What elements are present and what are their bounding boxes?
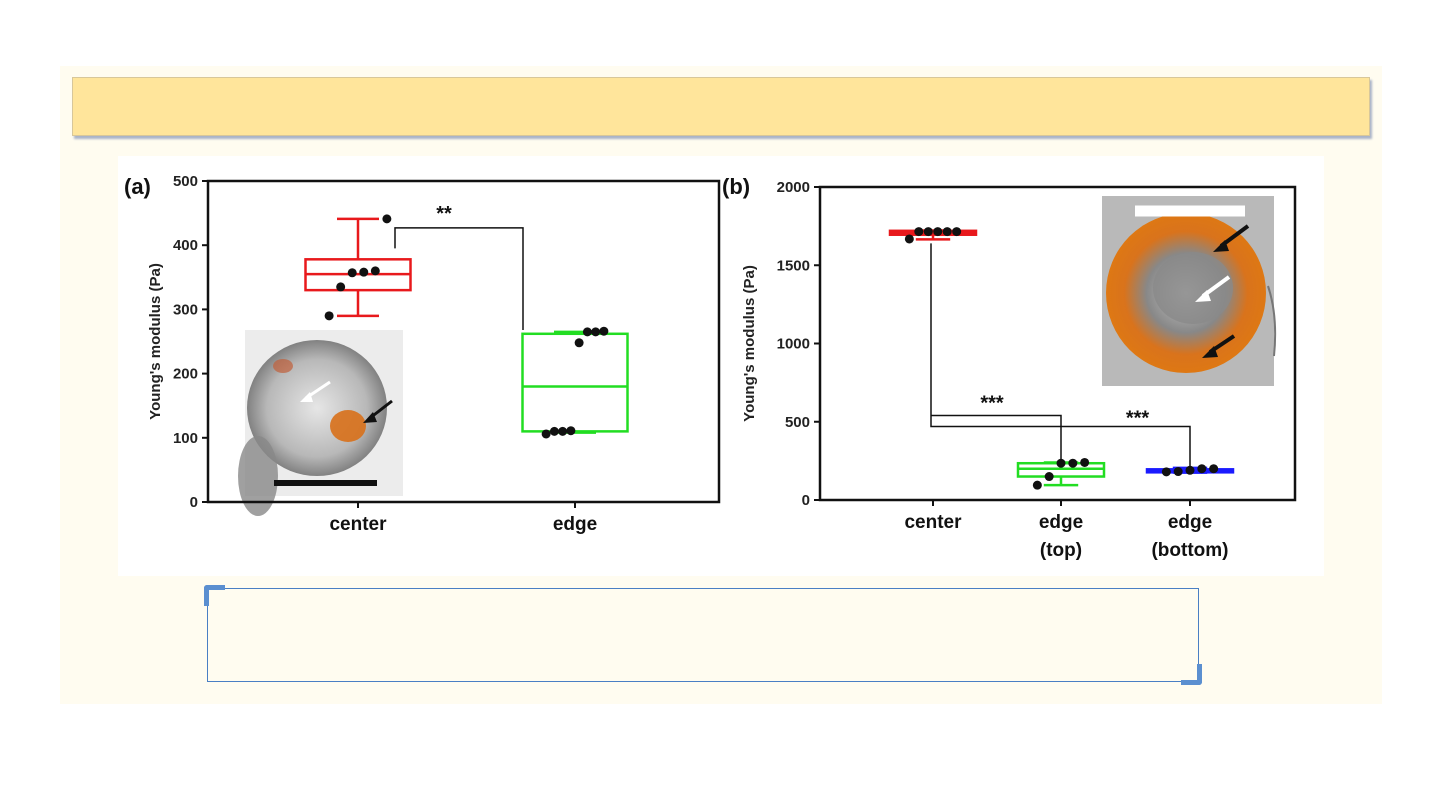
data-point — [336, 282, 346, 292]
corner-bracket-icon — [204, 585, 225, 606]
significance-bracket — [931, 414, 1062, 463]
slide-title-bar — [72, 77, 1370, 136]
plot-frame — [206, 179, 721, 504]
data-point — [1044, 472, 1054, 482]
y-tick-label: 0 — [802, 492, 810, 509]
data-point — [904, 234, 914, 244]
x-category-label: edge — [1039, 512, 1083, 533]
data-point — [382, 214, 392, 224]
cell-a-icon — [247, 340, 387, 476]
data-point — [933, 227, 943, 237]
data-point — [324, 311, 334, 321]
significance-label: ** — [436, 203, 452, 225]
significance-label: *** — [980, 392, 1004, 414]
y-tick-label: 400 — [173, 237, 198, 254]
data-point — [952, 227, 962, 237]
inset-image-a — [238, 330, 403, 516]
y-tick-label: 500 — [173, 173, 198, 190]
data-point — [549, 426, 559, 436]
y-tick-label: 100 — [173, 430, 198, 447]
box — [521, 332, 629, 433]
data-point — [347, 268, 357, 278]
x-category-label: (top) — [1040, 540, 1082, 561]
data-point — [1080, 457, 1090, 467]
data-point — [582, 327, 592, 337]
x-category-label: center — [904, 512, 962, 533]
y-tick-label: 500 — [785, 414, 810, 431]
y-tick-label: 0 — [190, 494, 198, 511]
data-point — [599, 326, 609, 336]
x-category-label: center — [329, 514, 387, 535]
corner-bracket-icon — [1181, 664, 1202, 685]
data-point — [566, 426, 576, 436]
data-point — [1161, 467, 1171, 477]
data-point — [914, 227, 924, 237]
y-tick-label: 300 — [173, 301, 198, 318]
data-point — [1173, 467, 1183, 477]
significance-bracket — [394, 227, 524, 330]
y-axis-title: Young's modulus (Pa) — [147, 263, 164, 420]
data-point — [558, 426, 568, 436]
inset-image-b — [1102, 196, 1277, 386]
x-category-label: edge — [553, 514, 597, 535]
y-tick-label: 1000 — [777, 336, 810, 353]
data-point — [1056, 458, 1066, 468]
y-axis-title: Young's modulus (Pa) — [741, 265, 758, 422]
data-point — [370, 266, 380, 276]
caption-box — [204, 585, 1202, 685]
y-tick-label: 2000 — [777, 179, 810, 196]
y-tick-label: 1500 — [777, 257, 810, 274]
y-tick-label: 200 — [173, 366, 198, 383]
significance-label: *** — [1126, 407, 1150, 429]
x-category-label: edge — [1168, 512, 1212, 533]
panel-label: (b) — [722, 174, 750, 199]
data-point — [1032, 480, 1042, 490]
data-point — [1209, 464, 1219, 474]
data-point — [574, 338, 584, 348]
data-point — [591, 327, 601, 337]
data-point — [359, 267, 369, 277]
data-point — [942, 227, 952, 237]
data-point — [1068, 458, 1078, 468]
x-category-label: (bottom) — [1151, 540, 1228, 561]
data-point — [541, 429, 551, 439]
panel-label: (a) — [124, 174, 151, 199]
data-point — [1185, 465, 1195, 475]
data-point — [1197, 464, 1207, 474]
data-point — [923, 227, 933, 237]
